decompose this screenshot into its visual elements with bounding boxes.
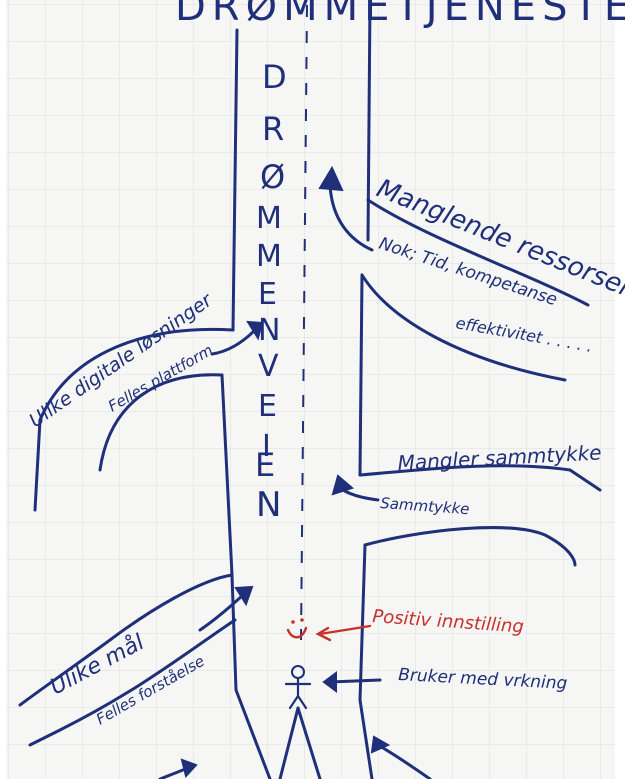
right-edge-shadow — [615, 0, 625, 779]
road-center-dashes — [300, 4, 308, 641]
branch-left-upper-inner — [98, 373, 224, 472]
branch-right-upper-inner — [360, 273, 567, 382]
arrow-bottom-left — [158, 766, 190, 779]
road-letter: E — [258, 389, 277, 424]
branch-right-upper-outer — [366, 198, 590, 307]
branch-left-lower-outer — [18, 573, 234, 707]
road-left-edge — [231, 28, 239, 332]
branch-left-upper-outer — [33, 327, 235, 512]
road-letter: E — [255, 446, 275, 484]
road-left-lower — [230, 573, 272, 779]
arrow-bottom-left-head — [180, 758, 198, 779]
road-right-mid — [358, 273, 364, 477]
arrow-ulike-mal — [198, 594, 244, 632]
road-letter: M — [256, 201, 282, 236]
arrow-bruker-head — [322, 671, 337, 693]
arrow-felles-plattform-head — [246, 320, 264, 341]
title-top: DRØMMETJENESTE — [175, 0, 625, 30]
arrow-bottom-right-head — [370, 735, 391, 754]
road-letter: N — [258, 313, 280, 348]
road-letters: D R Ø M M E N V E I E N — [255, 58, 287, 525]
stick-figure-icon — [284, 665, 312, 710]
arrow-ulike-mal-head — [234, 585, 254, 607]
arrow-noks-tid — [328, 183, 374, 252]
paper-grid — [6, 0, 615, 779]
arrow-noks-tid-head — [318, 165, 344, 192]
road-letter: E — [258, 277, 277, 312]
road-letter: M — [256, 239, 282, 274]
road-bottom-inner-right — [296, 706, 322, 779]
road-right-edge — [366, 0, 372, 242]
road-right-lower — [358, 543, 374, 779]
road-letter: V — [258, 349, 279, 384]
road-letter: R — [262, 110, 284, 148]
road-letter: Ø — [260, 158, 285, 196]
branch-right-mid-outer — [358, 464, 602, 492]
road-left-mid — [220, 373, 234, 577]
smiley-icon — [286, 618, 308, 639]
branch-right-mid-inner — [363, 526, 577, 567]
arrow-positiv-head — [315, 626, 332, 642]
arrow-positiv — [318, 624, 372, 636]
arrow-samtykke-head — [331, 474, 355, 496]
road-letter: D — [262, 58, 287, 96]
road-letter: N — [256, 485, 281, 525]
road-bottom-inner — [278, 706, 300, 779]
road-letter: I — [262, 429, 271, 464]
arrow-felles-plattform — [210, 328, 257, 356]
arrow-bruker — [328, 678, 382, 684]
branch-left-lower-inner — [28, 618, 237, 747]
